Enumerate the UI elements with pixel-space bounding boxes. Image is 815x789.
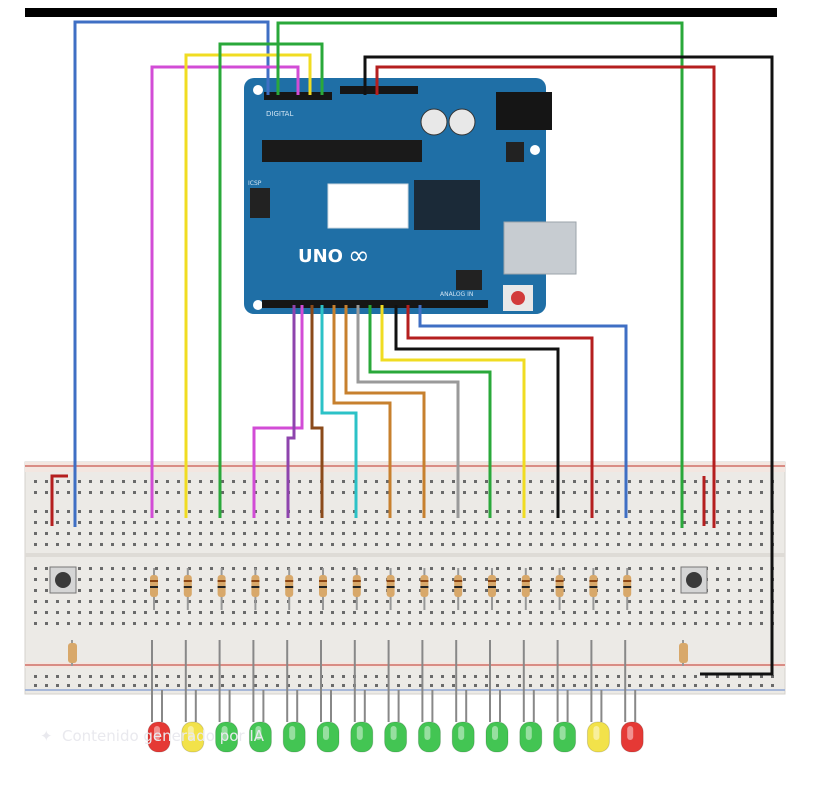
led — [586, 640, 610, 753]
top-wires — [73, 20, 774, 676]
board-infinity-logo: ∞ — [348, 241, 370, 271]
led — [620, 640, 644, 753]
digital-header-label: DIGITAL — [266, 110, 293, 118]
wire-green-bottom — [368, 305, 492, 518]
resistor — [150, 568, 158, 610]
wire-gray-bottom — [356, 305, 460, 518]
bottom-wires — [252, 305, 628, 518]
sparkle-icon: ✦ — [40, 727, 53, 745]
wire-green-top-2 — [276, 21, 684, 528]
wire-red-left-rail — [50, 474, 68, 526]
leds — [147, 640, 644, 753]
resistor — [488, 568, 496, 610]
led — [553, 640, 577, 753]
wire-yellow-bottom — [380, 305, 526, 518]
led-resistors — [150, 568, 632, 610]
led — [485, 640, 509, 753]
wire-black-bottom — [394, 305, 560, 518]
resistor — [454, 568, 463, 610]
led — [147, 640, 171, 753]
resistor — [589, 568, 598, 610]
wire-blue-top — [73, 20, 270, 527]
wire-magenta-bottom — [252, 305, 304, 518]
resistor — [521, 568, 530, 610]
led — [417, 640, 441, 753]
led — [350, 640, 374, 753]
wire-red-bottom — [406, 305, 594, 518]
led — [316, 640, 340, 753]
resistor — [251, 568, 260, 610]
pulldown-resistor-left — [68, 640, 77, 666]
led — [519, 640, 543, 753]
wire-green-top-1 — [218, 42, 324, 518]
wire-purple-bottom — [286, 305, 296, 518]
wire-orange-bottom-2 — [344, 305, 426, 518]
resistor — [319, 568, 327, 610]
resistor — [386, 568, 395, 610]
resistor — [555, 568, 564, 610]
resistor — [420, 568, 429, 610]
wire-blue-bottom — [418, 305, 628, 518]
wire-yellow-top — [184, 53, 312, 518]
arduino-uno-board: UNO ∞ DIGITAL ANALOG IN ICSP — [244, 78, 577, 314]
led — [215, 640, 239, 753]
resistor — [623, 568, 632, 610]
resistor — [285, 568, 294, 610]
ai-watermark: ✦ Contenido generado por IA — [40, 727, 265, 745]
pushbutton-left — [49, 566, 77, 594]
led — [282, 640, 306, 753]
wire-magenta-top — [150, 65, 300, 518]
led — [384, 640, 408, 753]
wire-orange-bottom-1 — [332, 305, 392, 518]
resistor — [183, 568, 192, 610]
resistor — [352, 568, 361, 610]
breadboard — [24, 461, 786, 695]
top-border-bar — [25, 8, 777, 17]
led — [451, 640, 475, 753]
icsp-label: ICSP — [248, 180, 262, 187]
wire-red-top — [375, 65, 716, 528]
wire-black-top — [363, 55, 774, 676]
led — [248, 640, 272, 753]
led — [181, 640, 205, 753]
wire-cyan-bottom — [320, 305, 358, 518]
pulldown-resistor-right — [679, 640, 688, 666]
board-logo-text: UNO — [298, 246, 343, 267]
pushbutton-right — [680, 566, 708, 594]
resistor — [217, 568, 226, 610]
wire-brown-bottom — [310, 305, 324, 518]
watermark-text: Contenido generado por IA — [62, 727, 265, 745]
analog-header-label: ANALOG IN — [440, 291, 473, 298]
